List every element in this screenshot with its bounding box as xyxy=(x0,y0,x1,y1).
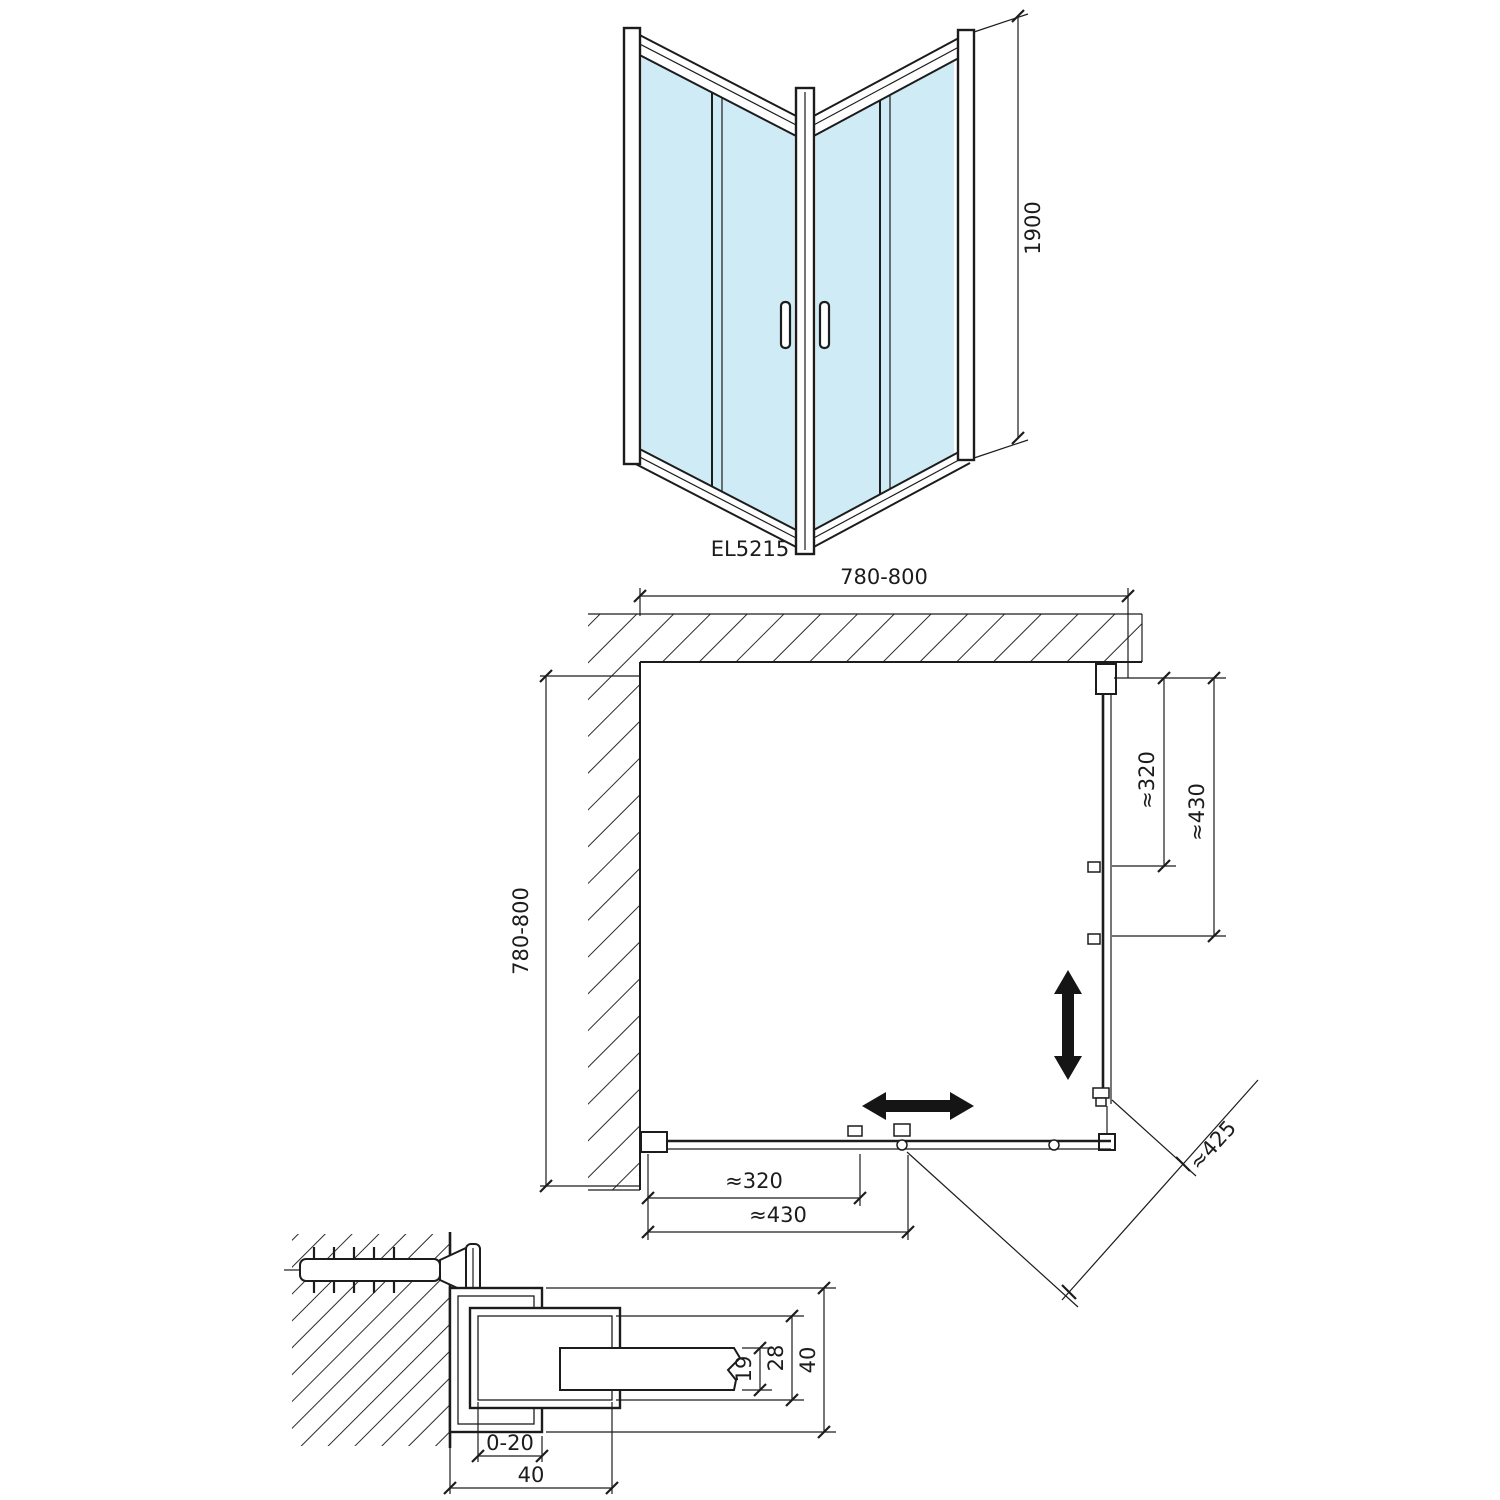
glass-pane-left-wing xyxy=(642,57,794,528)
profile-detail-section: 19 28 40 0-20 40 xyxy=(284,1232,836,1495)
plan-bottom-dimensions: ≈320 ≈430 xyxy=(641,1154,915,1240)
model-code-label: EL5215 xyxy=(711,537,789,561)
right-door-assembly-plan xyxy=(1087,663,1117,1151)
glass-pane-right-wing xyxy=(816,61,954,529)
glass-pane-section xyxy=(559,1347,742,1391)
plan-right-outer-dim-label: ≈430 xyxy=(1185,783,1209,841)
plan-view: 780-800 780-800 xyxy=(509,565,1259,1308)
detail-bottom-dimensions: 0-20 40 xyxy=(443,1402,619,1495)
detail-adjustment-dim-label: 0-20 xyxy=(486,1431,534,1455)
door-handle-right xyxy=(818,300,831,350)
bottom-door-assembly-plan xyxy=(640,1123,1111,1153)
plan-top-width-label: 780-800 xyxy=(840,565,928,589)
left-wall-profile xyxy=(622,26,642,466)
right-wall-profile xyxy=(956,28,976,462)
detail-right-dimensions: 19 28 40 xyxy=(546,1281,836,1439)
plan-side-depth-label: 780-800 xyxy=(509,887,533,975)
wall-profile-section xyxy=(448,1286,742,1434)
plan-right-inner-dim-label: ≈320 xyxy=(1135,751,1159,809)
plan-side-depth-dimension: 780-800 xyxy=(509,669,640,1193)
top-wall-hatch xyxy=(588,614,1142,662)
wall-anchor-screw xyxy=(284,1243,481,1297)
height-dimension: 1900 xyxy=(973,9,1045,459)
plan-top-width-dimension: 780-800 xyxy=(633,565,1135,678)
slide-arrow-horizontal xyxy=(862,1092,974,1120)
left-wall-hatch xyxy=(588,662,640,1190)
front-height-dim-label: 1900 xyxy=(1021,201,1045,254)
detail-inner-profile-dim-label: 28 xyxy=(764,1345,788,1372)
slide-arrow-vertical xyxy=(1054,970,1082,1080)
plan-bottom-outer-dim-label: ≈430 xyxy=(749,1203,807,1227)
detail-width-dim-label: 40 xyxy=(518,1463,545,1487)
plan-bottom-inner-dim-label: ≈320 xyxy=(725,1169,783,1193)
plan-diagonal-dim-label: ≈425 xyxy=(1185,1116,1241,1175)
detail-glass-pocket-dim-label: 19 xyxy=(732,1356,756,1383)
door-handle-left xyxy=(779,300,792,350)
plan-right-dimensions: ≈320 ≈430 xyxy=(1112,671,1226,943)
detail-depth-dim-label: 40 xyxy=(796,1347,820,1374)
front-view-3d: 1900 EL5215 xyxy=(622,9,1045,561)
